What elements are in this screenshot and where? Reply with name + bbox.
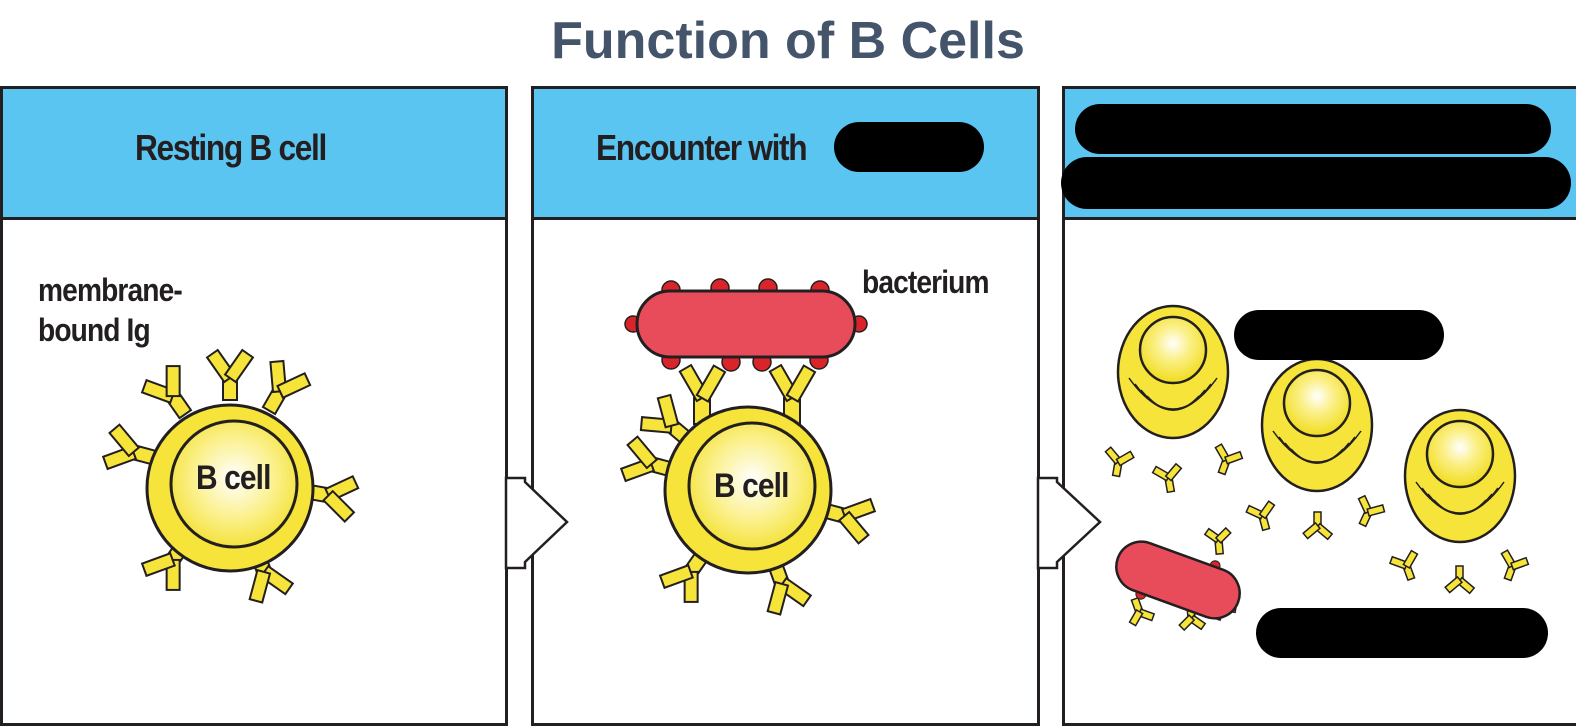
redaction-box: [1075, 104, 1551, 154]
bacterium-label: bacterium: [862, 264, 990, 300]
plasma-cells: [1116, 304, 1517, 544]
plasma-cell: [1116, 304, 1230, 440]
panel-resting-b-cell: Resting B cell: [0, 86, 508, 726]
membrane-ig-label-line1: membrane-: [38, 272, 183, 308]
b-cell-label: B cell: [714, 467, 789, 505]
b-cell-resting: [101, 348, 360, 604]
redaction-box: [1256, 608, 1548, 658]
panel-header: Resting B cell: [3, 89, 505, 220]
membrane-ig-label: membrane- bound Ig: [38, 270, 183, 350]
membrane-ig-label-line2: bound Ig: [38, 312, 151, 348]
plasma-cell: [1260, 357, 1374, 493]
redaction-box: [1061, 157, 1571, 209]
diagram-title: Function of B Cells: [551, 12, 1025, 70]
plasma-cell: [1403, 408, 1517, 544]
right-arrow-icon: [1036, 476, 1102, 570]
right-arrow-icon: [504, 476, 569, 570]
panel-header-label: Encounter with: [596, 127, 808, 168]
b-cell-label: B cell: [196, 459, 271, 497]
panel-encounter: Encounter with: [531, 86, 1040, 726]
redaction-box: [834, 122, 984, 172]
panel-header-label: Resting B cell: [135, 127, 327, 168]
panel-header: [1061, 89, 1576, 220]
bacterium-shape: [624, 278, 868, 372]
redaction-box: [1234, 310, 1444, 360]
b-cell-encounter: [619, 278, 877, 616]
free-antibodies: [1104, 443, 1530, 595]
panel-header: Encounter with: [534, 89, 1037, 220]
opsonized-bacterium: [1115, 526, 1241, 632]
